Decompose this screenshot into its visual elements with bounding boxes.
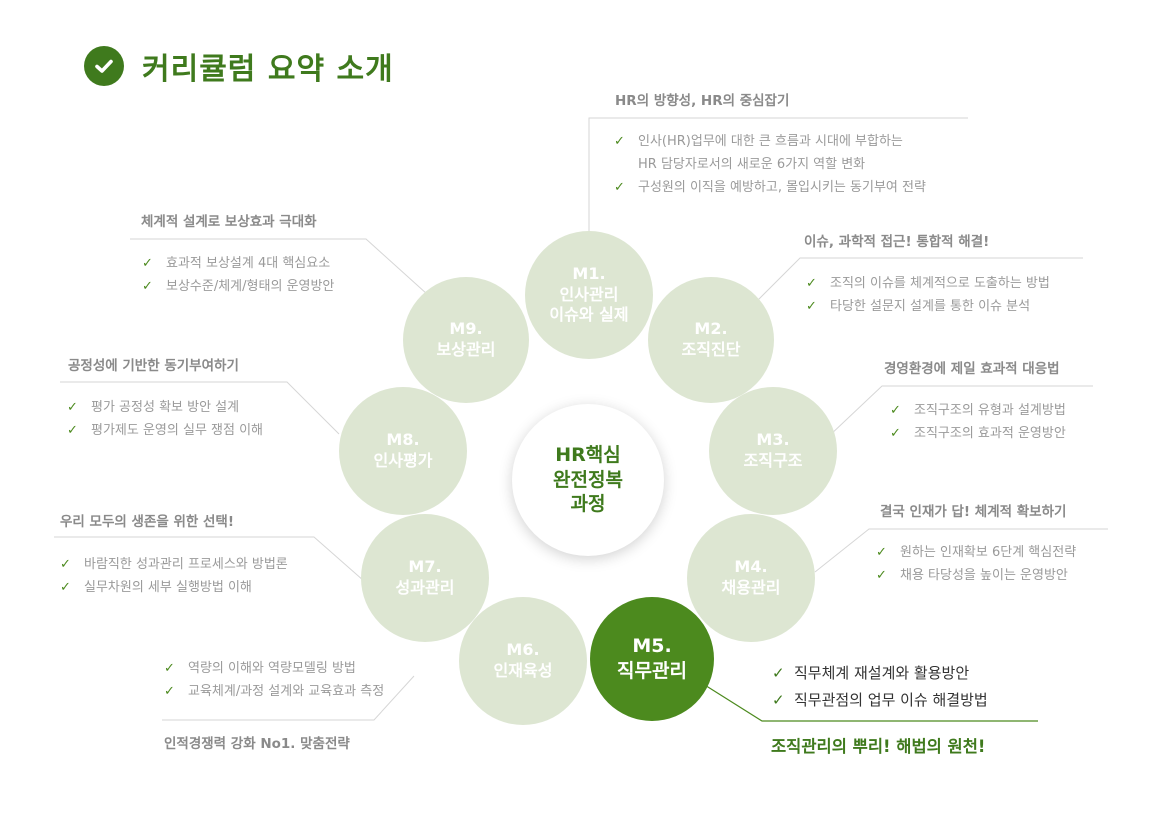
module-name: 보상관리: [436, 340, 496, 359]
m8-bullets: ✓평가 공정성 확보 방안 설계 ✓평가제도 운영의 실무 쟁점 이해: [67, 396, 263, 442]
module-name: 인사관리 이슈와 실제: [549, 284, 629, 325]
check-icon: ✓: [164, 661, 175, 676]
list-item: ✓보상수준/체계/형태의 운영방안: [142, 275, 334, 298]
check-circle-icon: [84, 46, 124, 86]
list-item: ✓실무차원의 세부 실행방법 이해: [60, 576, 288, 599]
module-m6-circle[interactable]: M6. 인재육성: [459, 597, 587, 725]
check-icon: ✓: [614, 180, 625, 195]
list-item: ✓평가제도 운영의 실무 쟁점 이해: [67, 419, 263, 442]
check-icon: ✓: [60, 557, 71, 572]
connector-m3: [827, 385, 1093, 438]
connector-m9: [130, 238, 428, 295]
list-item: ✓구성원의 이직을 예방하고, 몰입시키는 동기부여 전략: [614, 176, 926, 199]
list-item: ✓조직구조의 효과적 운영방안: [890, 422, 1066, 445]
check-icon: ✓: [890, 426, 901, 441]
module-code: M5.: [632, 635, 672, 658]
connector-m4: [814, 528, 1108, 573]
m6-bullets: ✓역량의 이해와 역량모델링 방법 ✓교육체계/과정 설계와 교육효과 측정: [164, 657, 384, 703]
module-name: 인재육성: [493, 661, 553, 680]
check-icon: ✓: [772, 691, 785, 709]
module-code: M8.: [386, 430, 420, 450]
m4-heading: 결국 인재가 답! 체계적 확보하기: [880, 504, 1067, 520]
connector-m1: [588, 117, 968, 232]
check-icon: ✓: [876, 545, 887, 560]
module-m7-circle[interactable]: M7. 성과관리: [361, 514, 489, 642]
m2-heading: 이슈, 과학적 접근! 통합적 해결!: [804, 234, 990, 250]
m5-bullets: ✓직무체계 재설계와 활용방안 ✓직무관점의 업무 이슈 해결방법: [772, 660, 988, 714]
module-code: M6.: [506, 640, 540, 660]
m8-heading: 공정성에 기반한 동기부여하기: [68, 358, 239, 374]
module-name: 인사평가: [373, 451, 433, 470]
check-icon: ✓: [772, 664, 785, 682]
module-name: 직무관리: [617, 660, 687, 682]
check-icon: ✓: [67, 400, 78, 415]
connector-m2: [755, 257, 1083, 303]
check-icon: ✓: [614, 134, 625, 149]
check-icon: ✓: [890, 403, 901, 418]
module-m3-circle[interactable]: M3. 조직구조: [709, 387, 837, 515]
m3-heading: 경영환경에 제일 효과적 대응법: [884, 361, 1060, 377]
module-name: 조직진단: [681, 340, 741, 359]
list-item: ✓직무관점의 업무 이슈 해결방법: [772, 687, 988, 714]
list-item: ✓조직구조의 유형과 설계방법: [890, 399, 1066, 422]
check-icon: ✓: [876, 568, 887, 583]
m4-bullets: ✓원하는 인재확보 6단계 핵심전략 ✓채용 타당성을 높이는 운영방안: [876, 541, 1076, 587]
list-item: ✓바람직한 성과관리 프로세스와 방법론: [60, 553, 288, 576]
m7-bullets: ✓바람직한 성과관리 프로세스와 방법론 ✓실무차원의 세부 실행방법 이해: [60, 553, 288, 599]
module-m1-circle[interactable]: M1. 인사관리 이슈와 실제: [525, 231, 653, 359]
list-item: ✓인사(HR)업무에 대한 큰 흐름과 시대에 부합하는: [614, 130, 926, 153]
m3-bullets: ✓조직구조의 유형과 설계방법 ✓조직구조의 효과적 운영방안: [890, 399, 1066, 445]
m9-heading: 체계적 설계로 보상효과 극대화: [141, 214, 317, 230]
check-icon: ✓: [67, 423, 78, 438]
module-name: 조직구조: [743, 451, 803, 470]
connector-m8: [60, 381, 340, 435]
section-title: 커리큘럼 요약 소개: [84, 44, 394, 88]
m1-heading: HR의 방향성, HR의 중심잡기: [615, 93, 790, 109]
module-m4-circle[interactable]: M4. 채용관리: [687, 514, 815, 642]
m5-heading: 조직관리의 뿌리! 해법의 원천!: [771, 737, 986, 756]
connector-m6: [162, 675, 415, 721]
page-title: 커리큘럼 요약 소개: [142, 52, 394, 87]
module-code: M1.: [572, 263, 606, 283]
module-code: M4.: [734, 557, 768, 577]
module-code: M3.: [756, 430, 790, 450]
module-code: M9.: [449, 319, 483, 339]
module-name: 채용관리: [721, 578, 781, 597]
connector-m7: [54, 536, 365, 582]
list-item: ✓타당한 설문지 설계를 통한 이슈 분석: [806, 295, 1050, 318]
list-item: ✓역량의 이해와 역량모델링 방법: [164, 657, 384, 680]
list-item: ✓HR 담당자로서의 새로운 6가지 역할 변화: [638, 157, 866, 172]
list-item: ✓교육체계/과정 설계와 교육효과 측정: [164, 680, 384, 703]
list-item: ✓채용 타당성을 높이는 운영방안: [876, 564, 1076, 587]
list-item: ✓평가 공정성 확보 방안 설계: [67, 396, 263, 419]
m7-heading: 우리 모두의 생존을 위한 선택!: [60, 514, 234, 530]
list-item: ✓조직의 이슈를 체계적으로 도출하는 방법: [806, 272, 1050, 295]
center-course-title: HR핵심 완전정복 과정: [512, 404, 664, 556]
list-item: ✓효과적 보상설계 4대 핵심요소: [142, 252, 334, 275]
check-icon: ✓: [806, 299, 817, 314]
list-item: ✓원하는 인재확보 6단계 핵심전략: [876, 541, 1076, 564]
m2-bullets: ✓조직의 이슈를 체계적으로 도출하는 방법 ✓타당한 설문지 설계를 통한 이…: [806, 272, 1050, 318]
module-name: 성과관리: [395, 578, 455, 597]
module-code: M2.: [694, 319, 728, 339]
check-icon: ✓: [806, 276, 817, 291]
check-icon: ✓: [142, 256, 153, 271]
module-m5-circle[interactable]: M5. 직무관리: [590, 597, 714, 721]
module-m9-circle[interactable]: M9. 보상관리: [403, 277, 529, 403]
check-icon: ✓: [142, 279, 153, 294]
check-icon: ✓: [164, 684, 175, 699]
list-item: ✓직무체계 재설계와 활용방안: [772, 660, 988, 687]
m6-heading: 인적경쟁력 강화 No1. 맞춤전략: [164, 736, 350, 752]
module-m2-circle[interactable]: M2. 조직진단: [648, 277, 774, 403]
connector-m5: [699, 681, 1038, 722]
check-icon: ✓: [60, 580, 71, 595]
m9-bullets: ✓효과적 보상설계 4대 핵심요소 ✓보상수준/체계/형태의 운영방안: [142, 252, 334, 298]
module-code: M7.: [408, 557, 442, 577]
m1-bullets: ✓인사(HR)업무에 대한 큰 흐름과 시대에 부합하는 ✓HR 담당자로서의 …: [614, 130, 926, 199]
module-m8-circle[interactable]: M8. 인사평가: [339, 387, 467, 515]
